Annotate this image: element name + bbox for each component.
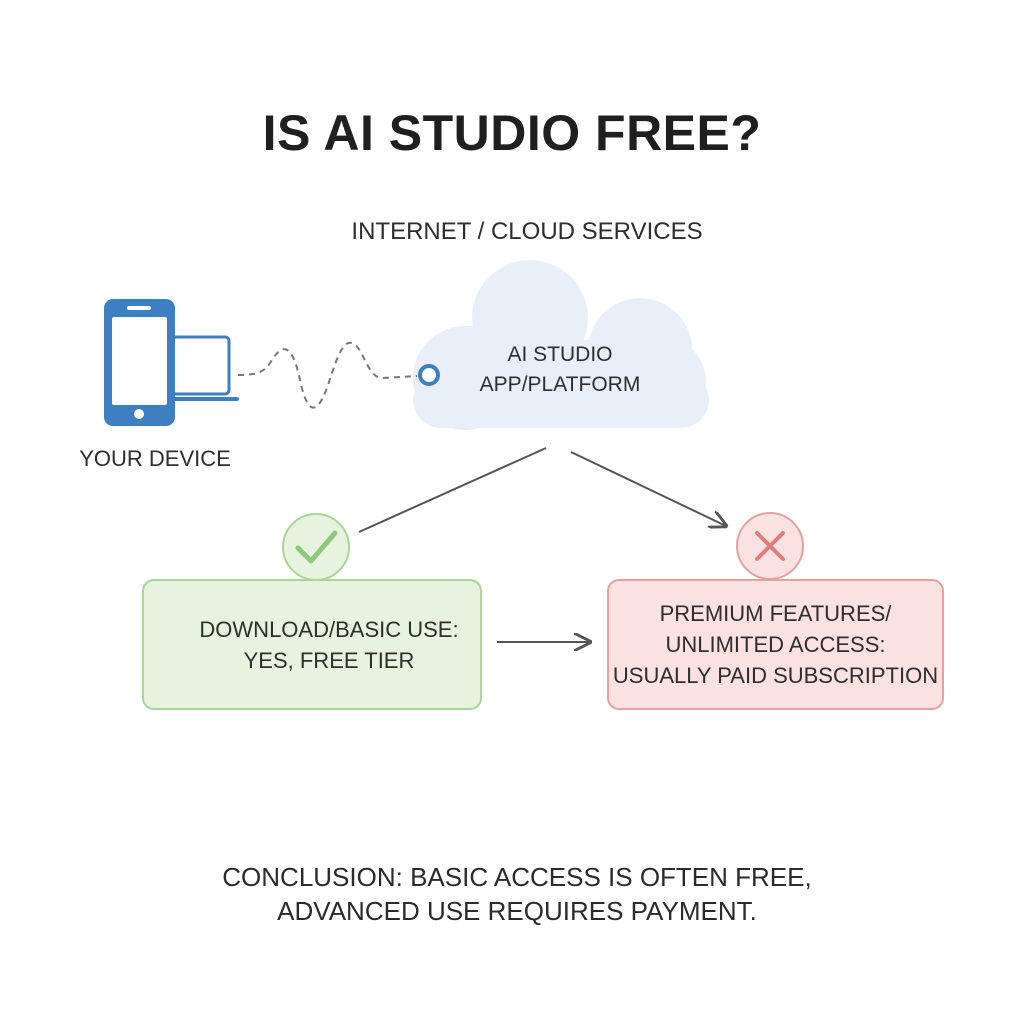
conclusion-line1: CONCLUSION: BASIC ACCESS IS OFTEN FREE, xyxy=(222,862,812,892)
arrow-cloud-to-paid xyxy=(570,451,726,526)
check-badge xyxy=(282,513,350,581)
platform-label-line1: AI STUDIO xyxy=(507,343,613,366)
page-title: IS AI STUDIO FREE? xyxy=(262,105,762,161)
connection-wave xyxy=(237,341,418,409)
cross-badge xyxy=(736,512,804,580)
connection-node-icon xyxy=(418,364,440,386)
conclusion-text: CONCLUSION: BASIC ACCESS IS OFTEN FREE, … xyxy=(0,860,1024,928)
cross-icon xyxy=(755,531,785,561)
free-tier-box: DOWNLOAD/BASIC USE: YES, FREE TIER xyxy=(142,579,482,710)
conclusion-line2: ADVANCED USE REQUIRES PAYMENT. xyxy=(277,896,757,926)
paid-tier-line3: USUALLY PAID SUBSCRIPTION xyxy=(612,663,939,688)
device-label: YOUR DEVICE xyxy=(79,446,231,471)
paid-tier-box: PREMIUM FEATURES/ UNLIMITED ACCESS: USUA… xyxy=(607,579,944,710)
arrow-cloud-to-free xyxy=(358,447,547,533)
cloud-shape xyxy=(413,260,709,430)
paid-tier-line1: PREMIUM FEATURES/ xyxy=(659,601,892,626)
platform-label: AI STUDIO APP/PLATFORM xyxy=(440,340,680,400)
check-icon xyxy=(295,530,338,564)
phone-icon xyxy=(104,299,175,426)
paid-tier-line2: UNLIMITED ACCESS: xyxy=(665,632,886,657)
free-tier-line2: YES, FREE TIER xyxy=(243,647,415,673)
platform-label-line2: APP/PLATFORM xyxy=(479,373,641,396)
free-tier-line1: DOWNLOAD/BASIC USE: xyxy=(199,616,459,642)
cloud-label: INTERNET / CLOUD SERVICES xyxy=(351,218,703,245)
